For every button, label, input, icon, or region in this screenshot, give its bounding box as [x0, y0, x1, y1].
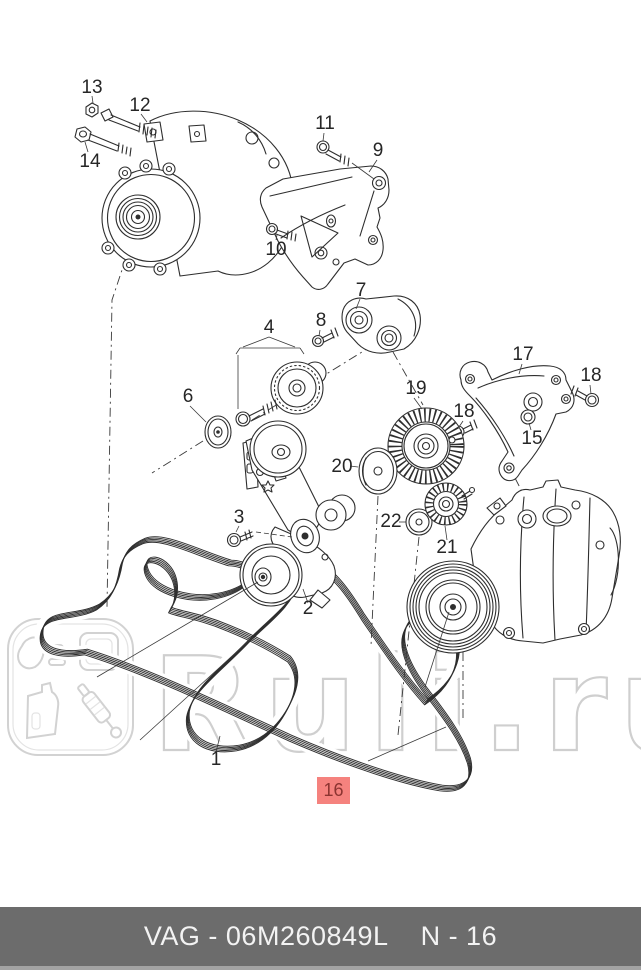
part-label-22: 22 [380, 511, 401, 532]
shock-absorber-icon [77, 683, 123, 739]
part-label-17: 17 [512, 344, 533, 365]
catalog-code: VAG - 06M260849L [143, 921, 389, 951]
part-label-9: 9 [373, 140, 384, 161]
part-label-8: 8 [316, 310, 327, 331]
part-label-14: 14 [79, 151, 101, 172]
bolt-3 [226, 529, 293, 548]
part-label-18b: 18 [580, 365, 601, 386]
deflection-roller-4 [235, 361, 327, 427]
alternator [101, 110, 295, 277]
star-cutout [261, 480, 275, 493]
idler-pulley-19 [387, 407, 465, 485]
bolt-14 [74, 126, 132, 157]
exploded-parts-diagram: Ruli.ru [7, 77, 641, 804]
part-label-15: 15 [521, 428, 542, 449]
belt-tensioner-2 [239, 420, 356, 609]
washer-6 [204, 415, 232, 449]
part-label-2: 2 [303, 598, 314, 619]
alternator-pulley [115, 194, 161, 240]
footer-strip [0, 966, 641, 970]
bracket-17 [459, 360, 575, 482]
highlight-box[interactable] [317, 777, 350, 804]
part-label-10: 10 [265, 239, 286, 260]
tensioner-top-roller [249, 420, 307, 478]
bolt-11 [316, 140, 375, 180]
part-label-20: 20 [331, 456, 352, 477]
ac-compressor [406, 479, 621, 654]
bolt-10 [265, 222, 297, 242]
oil-can-icon [25, 681, 60, 740]
bracket-7 [341, 295, 421, 354]
alternator-mount-ears [101, 159, 176, 276]
bolt-18-right [570, 385, 600, 408]
part-label-13: 13 [81, 77, 102, 98]
nut-15 [520, 409, 536, 425]
highlighted-part-label-16[interactable]: 16 [317, 777, 350, 804]
bolt-12 [100, 108, 157, 139]
bracket-9 [259, 165, 390, 290]
part-label-6: 6 [183, 386, 194, 407]
part-label-1: 1 [211, 749, 222, 770]
bolt-8 [311, 327, 339, 348]
part-label-18a: 18 [453, 401, 474, 422]
pulley-disc-22 [405, 508, 433, 536]
part-labels: 1 2 3 4 6 7 8 9 10 11 12 13 14 15 17 18 … [79, 77, 601, 770]
part-label-3: 3 [234, 507, 245, 528]
pulley-disc-20 [358, 447, 398, 495]
part-label-19: 19 [405, 378, 426, 399]
part-label-12: 12 [129, 95, 150, 116]
footer-bar: VAG - 06M260849L N - 16 [0, 907, 641, 966]
part-label-7: 7 [356, 280, 367, 301]
part-label-11: 11 [315, 113, 335, 134]
part-label-21: 21 [436, 537, 457, 558]
page-reference: N - 16 [420, 921, 498, 951]
leader-lines [84, 95, 592, 762]
compressor-pulley [406, 560, 500, 654]
nut-13 [85, 102, 99, 118]
part-label-4: 4 [264, 317, 275, 338]
part-label-16[interactable]: 16 [323, 780, 343, 800]
idler-pulley-21 [424, 482, 476, 526]
